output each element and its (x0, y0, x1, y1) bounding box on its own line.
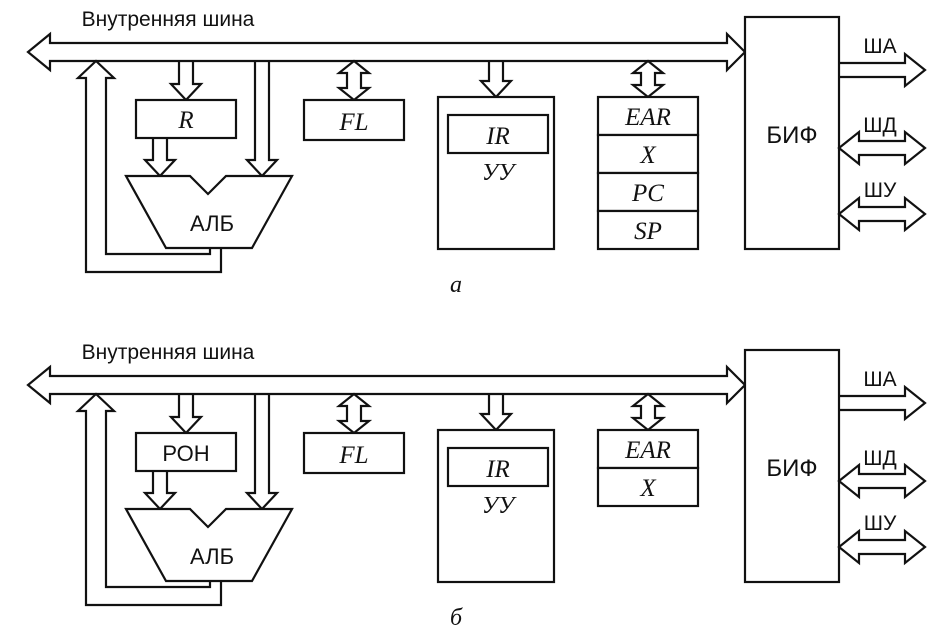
register-2-label: X (639, 142, 657, 169)
control-bus-arrow (837, 528, 927, 566)
register-3-box (596, 171, 700, 213)
address-bus-label: ША (863, 368, 896, 391)
alu-block (124, 507, 294, 583)
register-to-alu-arrow (142, 471, 178, 511)
register-4-box (596, 209, 700, 251)
address-bus-label: ША (863, 35, 896, 58)
register-box (134, 431, 238, 473)
diagram-caption: б (450, 605, 463, 631)
address-bus-arrow (839, 384, 927, 422)
register-4-label: SP (634, 218, 662, 245)
flags-label: FL (338, 109, 368, 136)
bus-regs-arrow (629, 59, 667, 99)
register-1-box (596, 95, 700, 137)
bus-regs-arrow (629, 392, 667, 432)
bus-flags-arrow (335, 59, 373, 102)
register-to-alu-arrow (142, 138, 178, 178)
control-bus-arrow (837, 195, 927, 233)
data-bus-arrow (837, 129, 927, 167)
bus-to-register-arrow (168, 394, 204, 435)
register-label: R (177, 107, 193, 134)
biu-label: БИФ (766, 122, 817, 149)
register-1-label: EAR (624, 104, 671, 131)
control-bus-label: ШУ (864, 512, 897, 535)
control-unit-label: УУ (482, 493, 517, 519)
internal-bus (26, 31, 747, 73)
instruction-register-box (446, 113, 550, 155)
alu-label: АЛБ (190, 211, 234, 236)
control-bus-label: ШУ (864, 179, 897, 202)
alu-label: АЛБ (190, 544, 234, 569)
data-bus-label: ШД (863, 447, 896, 470)
flags-box (302, 98, 406, 142)
register-3-label: PC (631, 180, 664, 207)
bus-to-register-arrow (168, 61, 204, 102)
alu-feedback-arrow (75, 392, 223, 607)
control-unit-label: УУ (482, 160, 517, 186)
register-2-box (596, 466, 700, 508)
instruction-register-label: IR (485, 123, 510, 150)
instruction-register-box (446, 446, 550, 488)
address-bus-arrow (839, 51, 927, 89)
register-2-label: X (639, 475, 657, 502)
register-box (134, 98, 238, 140)
biu-box (743, 15, 841, 251)
data-bus-arrow (837, 462, 927, 500)
biu-label: БИФ (766, 455, 817, 482)
instruction-register-label: IR (485, 456, 510, 483)
register-1-label: EAR (624, 437, 671, 464)
biu-box (743, 348, 841, 584)
bus-flags-arrow (335, 392, 373, 435)
internal-bus (26, 364, 747, 406)
bus-to-cu-arrow (478, 61, 514, 99)
bus-label: Внутренняя шина (82, 8, 255, 31)
alu-feedback-arrow (75, 59, 223, 274)
bus-label: Внутренняя шина (82, 341, 255, 364)
diagram-caption: а (450, 272, 462, 298)
alu-block (124, 174, 294, 250)
flags-box (302, 431, 406, 475)
bus-to-cu-arrow (478, 394, 514, 432)
bus-to-alu-arrow (244, 394, 280, 511)
flags-label: FL (338, 442, 368, 469)
data-bus-label: ШД (863, 114, 896, 137)
register-label: РОН (162, 441, 209, 466)
bus-to-alu-arrow (244, 61, 280, 178)
